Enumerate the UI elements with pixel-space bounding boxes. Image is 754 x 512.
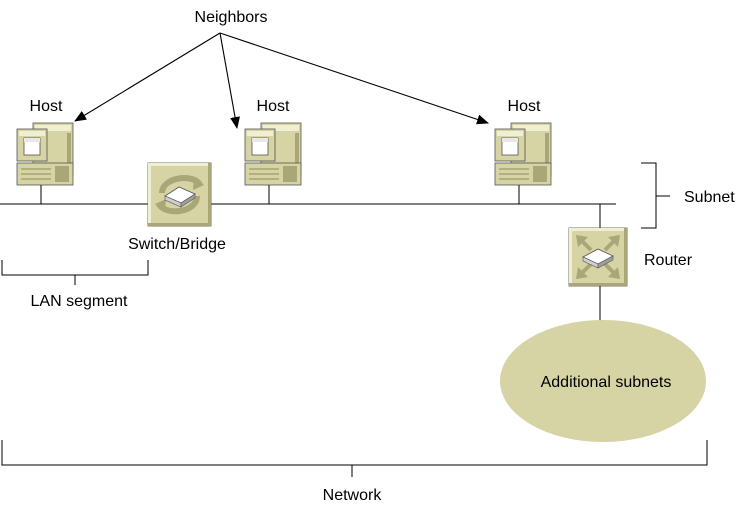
neighbor-arrow-3 bbox=[219, 32, 489, 125]
neighbors-label: Neighbors bbox=[195, 9, 268, 26]
host-computer-icon-1 bbox=[16, 122, 74, 186]
subnet-bracket bbox=[641, 162, 657, 229]
host-label-2: Host bbox=[257, 98, 290, 115]
neighbor-arrow-1 bbox=[74, 32, 221, 122]
lan-segment-bracket bbox=[1, 260, 149, 276]
host-label-1: Host bbox=[30, 98, 63, 115]
additional-subnets-cloud bbox=[500, 320, 706, 442]
switch-icon bbox=[147, 162, 212, 227]
network-bracket bbox=[1, 440, 708, 466]
lan-segment-label: LAN segment bbox=[31, 293, 128, 310]
host-computer-icon-2 bbox=[244, 122, 302, 186]
neighbor-arrow-2 bbox=[219, 32, 240, 129]
host-computer-icon-3 bbox=[494, 122, 552, 186]
router-label: Router bbox=[644, 252, 693, 269]
network-label: Network bbox=[323, 487, 383, 504]
additional-subnets-label: Additional subnets bbox=[541, 374, 672, 391]
switch-bridge-label: Switch/Bridge bbox=[128, 236, 226, 253]
router-icon bbox=[568, 227, 628, 287]
subnet-label: Subnet bbox=[684, 189, 735, 206]
host-label-3: Host bbox=[508, 98, 541, 115]
